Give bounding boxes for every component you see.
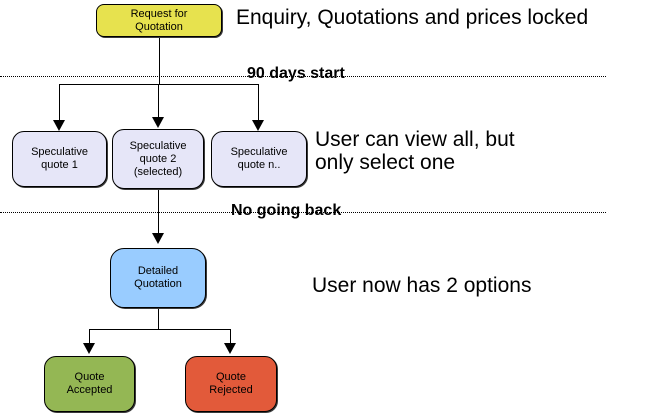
- divider-label-90-days-start: 90 days start: [247, 65, 345, 82]
- connector-to-accepted: [89, 330, 90, 344]
- node-specn-label: Speculative quote n..: [230, 146, 288, 171]
- node-detailed-quotation: Detailed Quotation: [110, 248, 206, 308]
- node-spec2-label: Speculative quote 2 (selected): [129, 139, 187, 178]
- connector-bottom-branch: [89, 329, 231, 330]
- node-detailed-label: Detailed Quotation: [134, 265, 182, 290]
- node-speculative-quote-n: Speculative quote n..: [211, 131, 307, 187]
- arrowhead-specn-icon: [252, 120, 264, 131]
- arrowhead-rejected-icon: [224, 343, 236, 354]
- node-quote-rejected: Quote Rejected: [185, 356, 277, 412]
- connector-to-spec1: [59, 85, 60, 121]
- divider-label-no-going-back: No going back: [231, 202, 342, 219]
- node-rejected-label: Quote Rejected: [209, 371, 253, 396]
- arrowhead-spec1-icon: [53, 120, 65, 131]
- arrowhead-detailed-icon: [152, 233, 164, 244]
- annotation-user-can-view-all: User can view all, but only select one: [315, 128, 515, 174]
- connector-to-specn: [258, 85, 259, 121]
- connector-to-spec2: [158, 85, 159, 118]
- connector-spec2-to-detailed: [158, 189, 159, 234]
- connector-to-rejected: [230, 330, 231, 344]
- connector-top-branch: [59, 84, 259, 85]
- node-quote-accepted: Quote Accepted: [44, 356, 135, 412]
- node-speculative-quote-2-selected: Speculative quote 2 (selected): [112, 129, 204, 189]
- connector-request-stem: [159, 37, 160, 85]
- node-accepted-label: Quote Accepted: [66, 371, 113, 396]
- divider-line-no-going-back: [0, 212, 606, 213]
- node-request-for-quotation: Request for Quotation: [96, 4, 222, 37]
- node-request-label: Request for Quotation: [130, 7, 188, 33]
- arrowhead-spec2-icon: [152, 117, 164, 128]
- arrowhead-accepted-icon: [83, 343, 95, 354]
- node-spec1-label: Speculative quote 1: [31, 146, 88, 171]
- annotation-user-two-options: User now has 2 options: [312, 274, 532, 297]
- annotation-enquiry-prices-locked: Enquiry, Quotations and prices locked: [236, 6, 589, 29]
- connector-detailed-stem: [158, 308, 159, 330]
- divider-line-90-days: [0, 76, 606, 77]
- node-speculative-quote-1: Speculative quote 1: [12, 131, 107, 187]
